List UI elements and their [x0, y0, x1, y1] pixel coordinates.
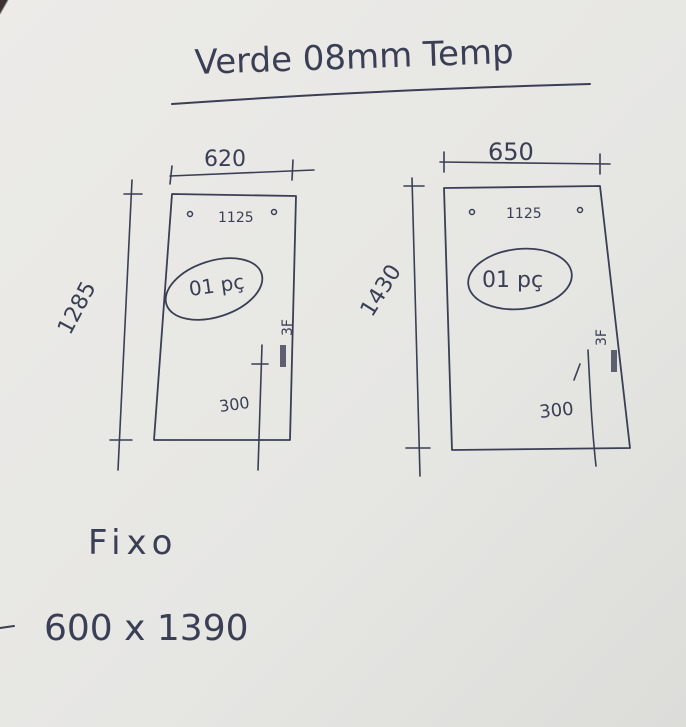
title-underline: [171, 83, 591, 105]
right-panel-outline: [443, 185, 631, 451]
fixed-label: Fixo: [88, 523, 178, 563]
left-quantity-circle: [164, 257, 264, 321]
right-offset-label: 300: [538, 398, 574, 422]
fixed-dimensions: 600 x 1390: [44, 608, 249, 649]
paper-edge: [0, 0, 9, 15]
right-width-label: 650: [488, 138, 534, 166]
left-hinge-label: 3F: [280, 319, 296, 336]
right-quantity-circle: [467, 247, 573, 311]
left-offset-label: 300: [218, 393, 251, 416]
right-hinge-label: 3F: [594, 329, 610, 346]
left-width-label: 620: [204, 147, 246, 172]
right-hole-label: 1125: [506, 206, 542, 222]
left-hole-label: 1125: [218, 210, 254, 226]
right-quantity-label: 01 pç: [482, 268, 543, 293]
left-hinge-mark: [280, 345, 286, 367]
fixed-dimension-dash: [0, 625, 15, 629]
right-hinge-mark: [611, 350, 617, 372]
left-panel-outline: [153, 193, 297, 441]
